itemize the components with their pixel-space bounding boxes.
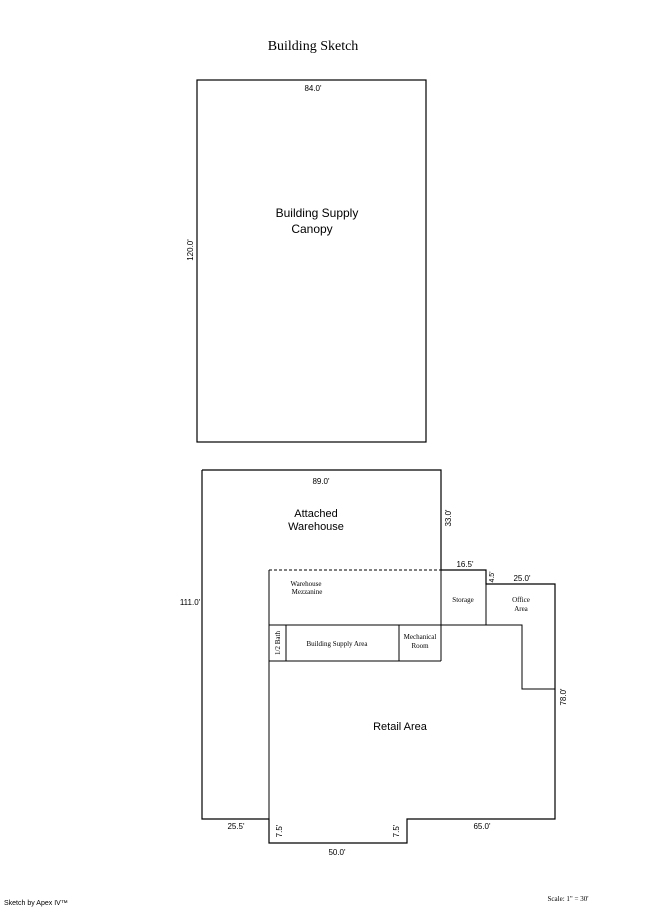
office-label-line2: Area [514,605,528,613]
storage-step-dimension: 4.5' [489,571,496,582]
bottom-right-dimension: 65.0' [473,822,491,831]
warehouse-label-line2: Warehouse [288,521,344,533]
canopy-outline [196,79,427,443]
office-top-dimension: 25.0' [513,574,531,583]
canopy-label-line1: Building Supply [276,206,359,220]
notch-left-dimension: 7.5' [275,824,284,837]
canopy-height-dimension: 120.0' [186,239,195,261]
office-label-line1: Office [512,596,530,604]
mezzanine-label-line1: Warehouse [291,580,322,588]
warehouse-label-line1: Attached [294,508,337,520]
storage-label: Storage [452,596,473,604]
scale-note: Scale: 1" = 30' [548,895,589,903]
main-top-dimension: 89.0' [312,477,330,486]
main-left-dimension: 111.0' [180,598,201,607]
mezzanine-label-line2: Mezzanine [292,588,323,596]
canopy-width-dimension: 84.0' [304,84,322,93]
mechanical-label-line2: Room [411,642,429,650]
sketch-title: Building Sketch [268,39,359,54]
notch-right-dimension: 7.5' [392,824,401,837]
warehouse-right-dimension: 33.0' [444,509,453,527]
bottom-left-dimension: 25.5' [227,822,245,831]
office-lower-wall [441,624,555,690]
bath-label: 1/2 Bath [274,631,282,655]
main-right-dimension: 78.0' [559,688,568,706]
supply-area-label: Building Supply Area [306,640,368,648]
storage-top-dimension: 16.5' [456,560,474,569]
canopy-label-line2: Canopy [291,222,332,236]
notch-bottom-dimension: 50.0' [328,848,346,857]
mechanical-label-line1: Mechanical [404,633,437,641]
retail-area-label: Retail Area [373,721,428,733]
sketch-credit: Sketch by Apex IV™ [4,900,68,907]
main-building-outline [201,469,556,844]
